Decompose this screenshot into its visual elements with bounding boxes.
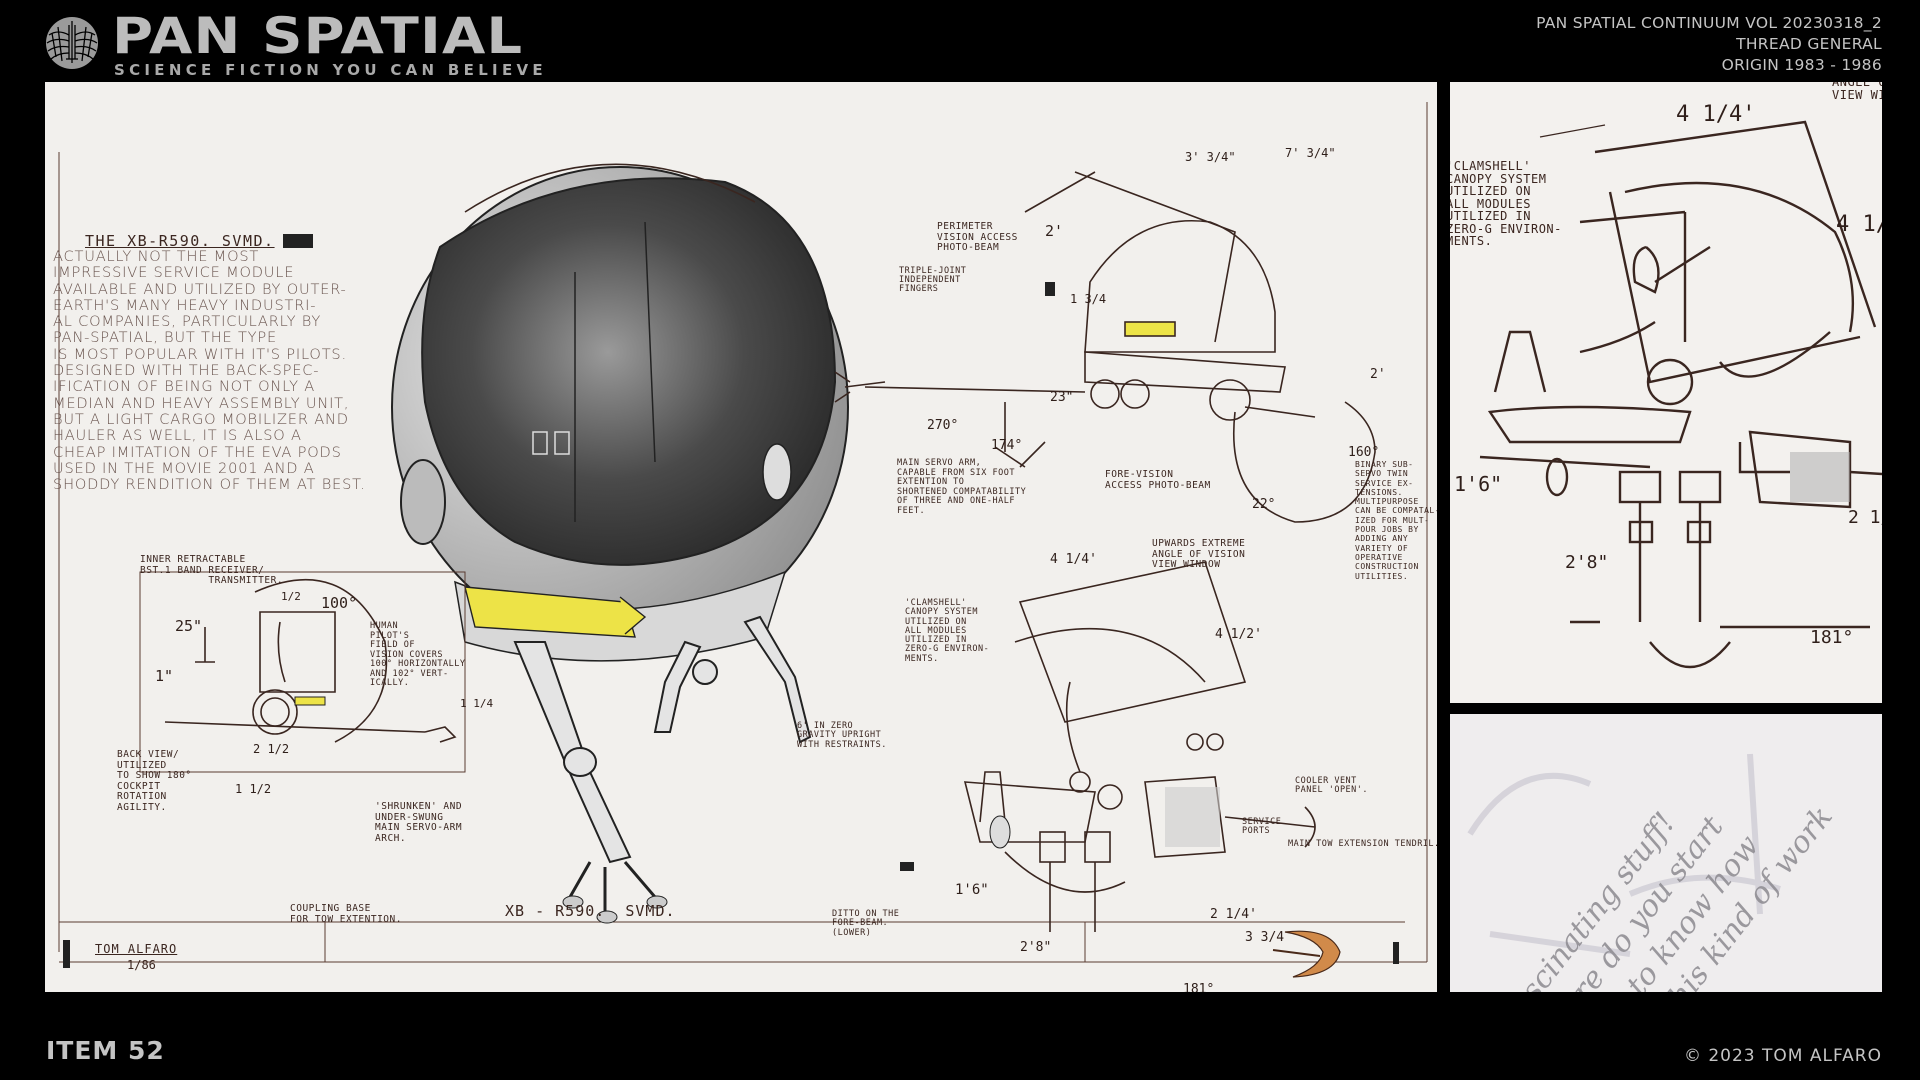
dim-270deg: 270° [927,418,959,433]
dim-2ft-right: 2' [1370,367,1386,382]
dim-181deg: 181° [1183,982,1215,992]
blueprint-drawing [58,102,1428,978]
module-description: ACTUALLY NOT THE MOST IMPRESSIVE SERVICE… [53,248,366,494]
dim-3ft-3qtr: 3' 3/4" [1185,150,1236,164]
drawing-caption: XB - R590. SVMD. [505,902,676,920]
dim-2-quarter: 2 1/4' [1210,907,1257,922]
brand-title: PAN SPATIAL [112,7,524,65]
detail-dim-181deg: 181° [1810,627,1854,648]
dim-23in: 23" [1050,390,1074,405]
note-shrunken-servo-arm: 'SHRUNKEN' AND UNDER-SWUNG MAIN SERVO-AR… [375,801,463,844]
note-inner-retractable: INNER RETRACTABLE BST.1 BAND RECEIVER/ T… [140,554,284,586]
note-service-ports: SERVICE PORTS [1242,817,1282,837]
item-number: ITEM 52 [46,1036,165,1065]
note-main-servo-arm: MAIN SERVO ARM, CAPABLE FROM SIX FOOT EX… [897,458,1027,516]
drawing-date: 1/86 [127,958,156,972]
note-perimeter-vision: PERIMETER VISION ACCESS PHOTO-BEAM [937,221,1018,253]
note-clamshell-canopy: 'CLAMSHELL' CANOPY SYSTEM UTILIZED ON AL… [905,598,990,664]
detail-dim-1ft6: 1'6" [1454,472,1503,496]
brand-logo: PAN SPATIAL SCIENCE FICTION YOU CAN BELI… [44,8,584,79]
note-binary-sub-servo: BINARY SUB- SERVO TWIN SERVICE EX- TENSI… [1355,460,1437,581]
archive-meta: PAN SPATIAL CONTINUUM VOL 20230318_2 THR… [1536,13,1882,76]
dim-2ft: 2' [1045,222,1064,240]
detail-note-clamshell: 'CLAMSHELL' CANOPY SYSTEM UTILIZED ON AL… [1450,159,1562,248]
note-cooler-vent: COOLER VENT PANEL 'OPEN'. [1295,776,1369,796]
note-ditto-fore-beam: DITTO ON THE FORE-BEAM. (LOWER) [832,909,900,938]
dim-2-half: 2 1/2 [253,742,290,756]
meta-thread: THREAD GENERAL [1736,35,1882,53]
artist-signature: TOM ALFARO [95,942,178,956]
detail-dim-4-quarter: 4 1/4' [1676,102,1756,127]
dim-174deg: 174° [991,438,1023,453]
meta-origin: ORIGIN 1983 - 1986 [1721,56,1882,74]
cockpit-detail-drawing [1479,120,1882,668]
note-fore-vision: FORE-VISION ACCESS PHOTO-BEAM [1105,469,1211,491]
faded-backing-sketch [1467,753,1781,957]
detail-handwriting-panel: Fascinating stuff! Where do you start I … [1450,714,1882,992]
dim-2ft8: 2'8" [1020,940,1052,955]
dim-1ft6: 1'6" [955,882,989,898]
dim-160deg: 160° [1348,445,1380,460]
winged-sword-emblem-icon [46,17,98,69]
dim-25in: 25" [175,617,203,635]
dim-7ft-3qtr: 7' 3/4" [1285,146,1336,160]
module-heading: THE XB-R590. SVMD. [85,232,275,250]
dim-1-half: 1 1/2 [235,782,272,796]
note-upwards-vision-window: UPWARDS EXTREME ANGLE OF VISION VIEW WIN… [1152,538,1246,570]
note-zero-gravity-upright: 6' IN ZERO GRAVITY UPRIGHT WITH RESTRAIN… [797,721,887,750]
note-main-tow-tendril: MAIN TOW EXTENSION TENDRIL. [1288,839,1437,849]
note-coupling-base: COUPLING BASE FOR TOW EXTENTION. [290,903,402,925]
dim-3-3qtr: 3 3/4 [1245,930,1285,945]
detail-dim-2-quarter: 2 1/4 [1848,507,1882,528]
note-pilot-field-of-vision: HUMAN PILOT'S FIELD OF VISION COVERS 100… [370,621,466,688]
dim-1-3qtr: 1 3/4 [1070,292,1107,306]
dim-4-quarter: 4 1/4' [1050,552,1097,567]
note-triple-joint-fingers: TRIPLE-JOINT INDEPENDENT FINGERS [899,266,967,294]
detail-dim-2ft8: 2'8" [1565,552,1609,573]
dim-22deg: 22° [1252,497,1276,512]
dim-1in: 1" [155,667,174,685]
main-blueprint-panel: THE XB-R590. SVMD. ACTUALLY NOT THE MOST… [45,82,1437,992]
detail-dim-4-half: 4 1/2' [1836,212,1882,237]
dim-100deg: 100° [321,594,358,612]
dim-1-quarter: 1 1/4 [460,697,494,710]
detail-note-angle-of-view: ANGLE OF VIEW WI [1832,82,1882,102]
meta-volume: PAN SPATIAL CONTINUUM VOL 20230318_2 [1536,14,1882,32]
dim-half: 1/2 [281,590,301,603]
detail-cockpit-panel: 4 1/4' 4 1/2' 1'6" 2'8" 2 1/4 181° 'CLAM… [1450,82,1882,703]
copyright: © 2023 TOM ALFARO [1683,1046,1882,1066]
note-back-view: BACK VIEW/ UTILIZED TO SHOW 180° COCKPIT… [117,749,192,813]
brand-tagline: SCIENCE FICTION YOU CAN BELIEVE [114,61,547,79]
dim-4-half: 4 1/2' [1215,627,1262,642]
